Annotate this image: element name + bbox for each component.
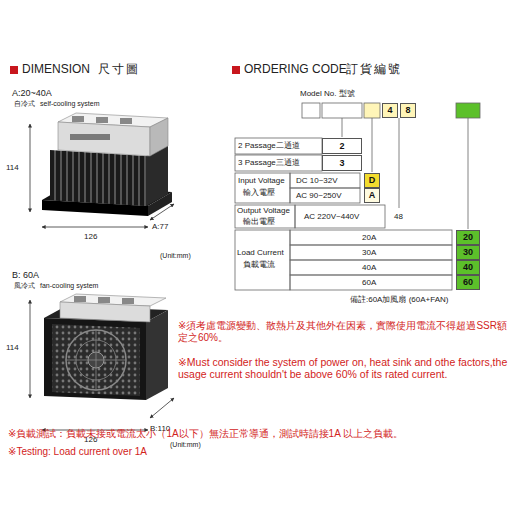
ssr-fan-b <box>44 294 168 400</box>
code-value: 3 <box>339 159 344 168</box>
section-heading: 尺寸圖 <box>98 63 140 77</box>
caution-note: ※負載測試：負載未接或電流太小（1A以下）無法正常導通，測試時請接1A 以上之負… <box>8 428 516 440</box>
cooling-type: 自冷式 <box>14 100 35 108</box>
model-label: Model No. 型號 <box>300 89 355 98</box>
code-box: 40 <box>456 260 480 275</box>
code-box: 3 <box>322 155 362 171</box>
dimension: A:77 <box>152 222 168 231</box>
table-cell: 20A <box>362 233 376 242</box>
code-value: 60 <box>463 278 473 287</box>
code-leader <box>342 118 468 229</box>
dimension: 114 <box>6 343 19 352</box>
code-value: 40 <box>463 263 473 272</box>
table-cell: 負載電流 <box>243 260 275 269</box>
table-cell: AC 220V~440V <box>304 212 359 221</box>
code-value: D <box>369 176 376 185</box>
code-value: 2 <box>339 142 344 151</box>
section-heading: DIMENSION <box>22 63 90 77</box>
cooling-type: fan-cooling system <box>40 282 98 290</box>
table-cell: 48 <box>394 212 403 221</box>
dimension: 126 <box>84 232 97 241</box>
code-value: 8 <box>405 106 410 115</box>
table-cell: Input Voltage <box>238 176 285 185</box>
code-value: 30 <box>463 248 473 257</box>
cooling-type: self-cooling system <box>40 100 100 108</box>
caution-note: ※Must consider the system of power on, h… <box>178 356 508 380</box>
dimension: 114 <box>6 163 19 172</box>
model-range: B: 60A <box>12 270 39 280</box>
table-cell: 30A <box>362 248 376 257</box>
remark: 備註:60A加風扇 (60A+FAN) <box>350 295 448 304</box>
caution-note: ※Testing: Load current over 1A <box>8 446 516 458</box>
unit-note: (Unit:mm) <box>160 252 191 260</box>
table-cell: 輸出電壓 <box>243 217 275 226</box>
table-cell: 3 Passage三通道 <box>238 158 300 167</box>
model-range: A:20~40A <box>12 88 52 98</box>
table-cell: 40A <box>362 263 376 272</box>
table-cell: 60A <box>362 278 376 287</box>
code-box: 8 <box>400 103 416 118</box>
ordering-table <box>235 103 480 290</box>
code-box: 2 <box>322 138 362 154</box>
code-value: 4 <box>387 106 392 115</box>
code-box: 4 <box>382 103 398 118</box>
code-value: 20 <box>463 233 473 242</box>
header-bullet <box>232 66 240 74</box>
code-box: A <box>364 188 380 203</box>
table-cell: Load Current <box>237 248 284 257</box>
ssr-heatsink-a <box>42 113 172 216</box>
header-bullet <box>10 66 18 74</box>
code-box: D <box>364 173 380 188</box>
code-box: 60 <box>456 275 480 290</box>
table-cell: 輸入電壓 <box>243 188 275 197</box>
caution-note: ※須考慮電源變動、散熱片及其他外在因素，實際使用電流不得超過SSR額定之60%。 <box>178 320 508 343</box>
section-heading: 訂貨編號 <box>346 63 402 77</box>
code-box: 20 <box>456 230 480 245</box>
table-cell: AC 90~250V <box>296 191 342 200</box>
code-value: A <box>369 191 376 200</box>
cooling-type: 風冷式 <box>14 282 35 290</box>
section-heading: ORDERING CODE <box>244 63 347 77</box>
table-cell: 2 Passage二通道 <box>238 141 300 150</box>
table-cell: Output Voltage <box>237 206 290 215</box>
table-cell: DC 10~32V <box>296 176 338 185</box>
code-box: 30 <box>456 245 480 260</box>
unit-note: (Unit:mm) <box>170 441 201 449</box>
